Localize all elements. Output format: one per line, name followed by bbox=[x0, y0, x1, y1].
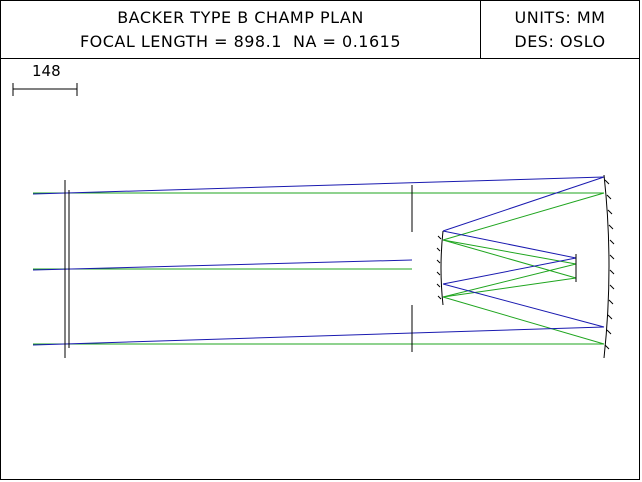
scale-bar-label: 148 bbox=[32, 62, 61, 80]
primary-mirror bbox=[603, 174, 610, 359]
mirror-hatching bbox=[436, 179, 615, 350]
focal-length-na: FOCAL LENGTH = 898.1 NA = 0.1615 bbox=[79, 32, 402, 51]
optical-elements bbox=[64, 174, 610, 359]
units-label: UNITS: MM bbox=[514, 8, 606, 27]
secondary-mirror bbox=[440, 230, 444, 306]
designer-label: DES: OSLO bbox=[514, 32, 606, 51]
lens-title: BACKER TYPE B CHAMP PLAN bbox=[117, 8, 364, 27]
scale-bar bbox=[12, 83, 78, 96]
title-block: BACKER TYPE B CHAMP PLAN FOCAL LENGTH = … bbox=[1, 1, 639, 59]
green-ray-bundle bbox=[33, 192, 605, 345]
blue-ray-bundle bbox=[32, 176, 605, 346]
title-panel: BACKER TYPE B CHAMP PLAN FOCAL LENGTH = … bbox=[1, 1, 481, 58]
info-panel: UNITS: MM DES: OSLO bbox=[481, 1, 639, 58]
